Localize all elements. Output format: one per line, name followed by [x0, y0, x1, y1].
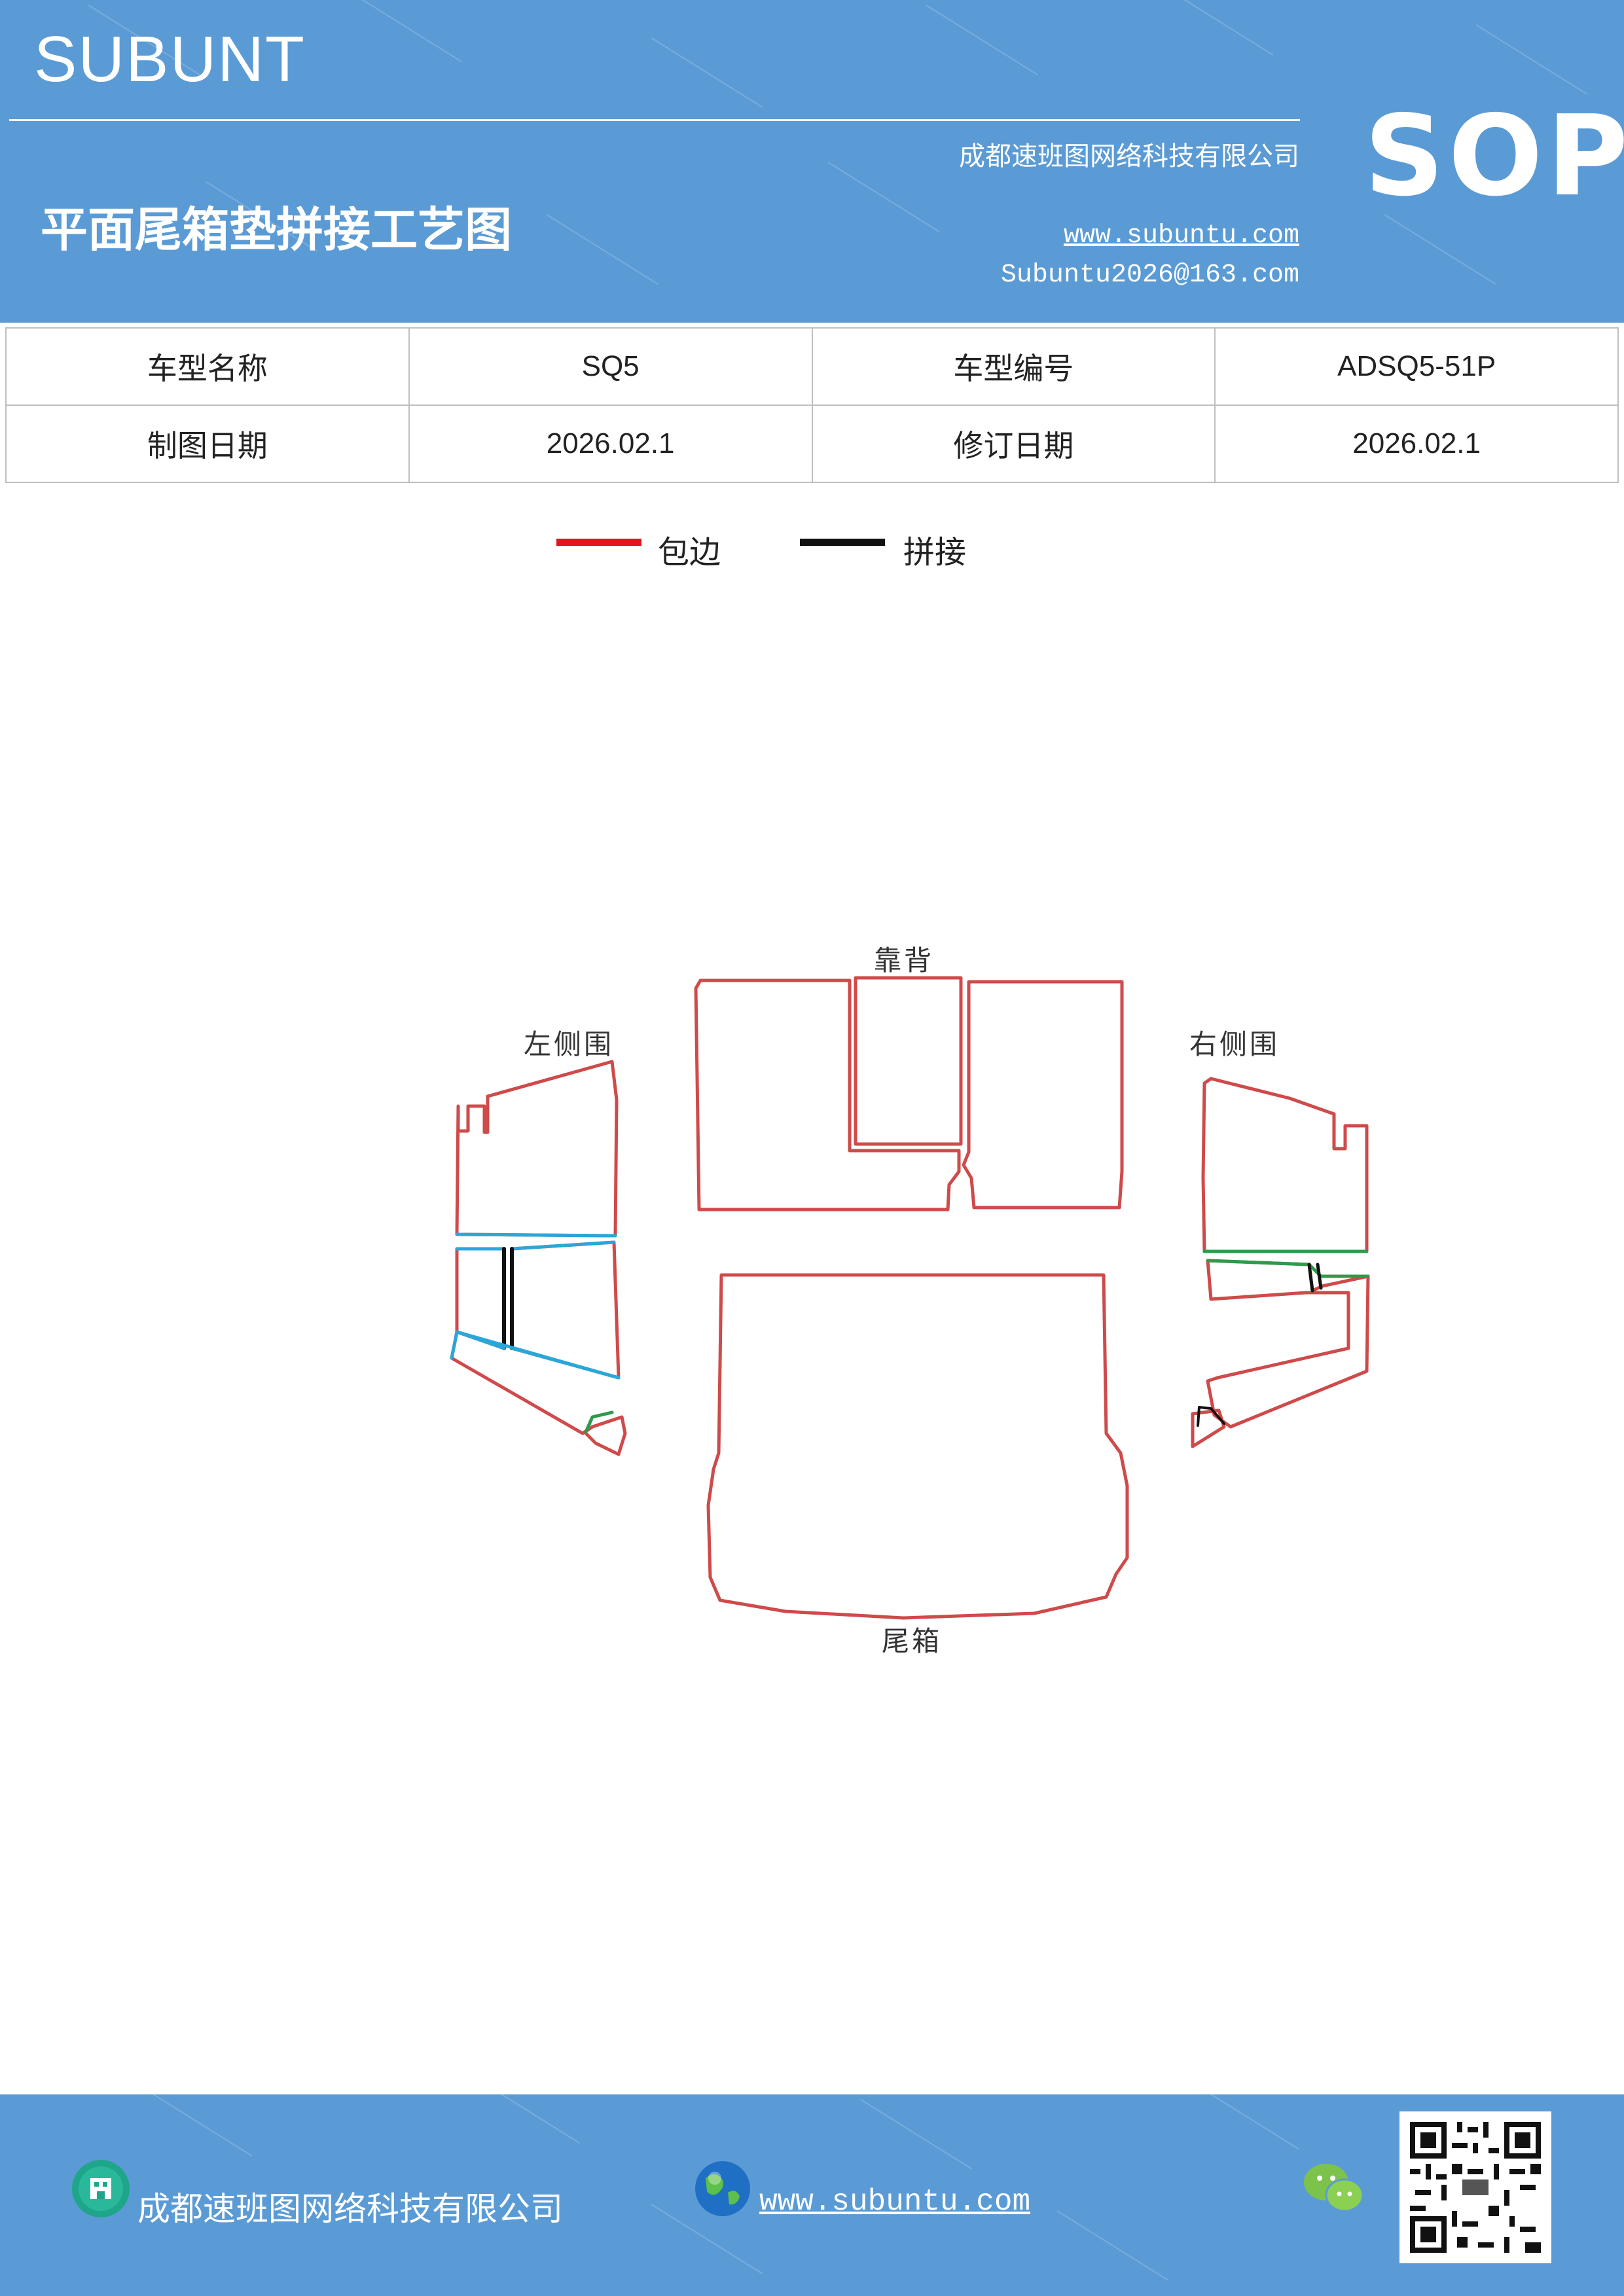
left-side-mid-b — [510, 1240, 621, 1380]
revise-date-label: 修订日期 — [811, 404, 1216, 483]
legend-splice-label: 拼接 — [903, 534, 967, 571]
trunk-label: 尾箱 — [882, 1625, 943, 1657]
left-side-lower — [450, 1330, 627, 1456]
model-name-value: SQ5 — [408, 327, 813, 406]
model-code-label: 车型编号 — [811, 327, 1216, 406]
globe-icon — [695, 2161, 750, 2216]
left-seam-1 — [455, 1232, 617, 1238]
header-company: 成都速班图网络科技有限公司 — [959, 141, 1299, 171]
right-splice-2 — [1197, 1406, 1225, 1427]
right-side-tip — [1191, 1408, 1226, 1448]
footer-banner: 成都速班图网络科技有限公司 www.subuntu.com — [0, 2094, 1624, 2296]
trunk-panel — [706, 1273, 1129, 1620]
backrest-center-panel — [854, 976, 963, 1146]
footer-website-link[interactable]: www.subuntu.com — [759, 2185, 1031, 2219]
left-side-upper — [455, 1060, 619, 1238]
left-side-label: 左侧围 — [524, 1028, 615, 1060]
model-code-value: ADSQ5-51P — [1214, 327, 1619, 406]
right-side-label: 右侧围 — [1189, 1028, 1280, 1060]
draw-date-value: 2026.02.1 — [408, 404, 813, 483]
table-row: 制图日期 2026.02.1 修订日期 2026.02.1 — [5, 404, 1619, 483]
revise-date-value: 2026.02.1 — [1214, 404, 1619, 483]
building-icon — [72, 2160, 130, 2217]
right-seam-green — [1206, 1259, 1370, 1278]
legend: 包边 拼接 — [0, 524, 1624, 576]
header-website-link[interactable]: www.subuntu.com — [1063, 221, 1299, 251]
wechat-icon — [1304, 2164, 1364, 2212]
table-row: 车型名称 SQ5 车型编号 ADSQ5-51P — [5, 327, 1619, 406]
right-splice — [1307, 1263, 1323, 1293]
backrest-label: 靠背 — [874, 944, 935, 977]
backrest-left-panel — [694, 978, 961, 1211]
header-banner: SUBUNT 成都速班图网络科技有限公司 平面尾箱垫拼接工艺图 www.subu… — [0, 0, 1624, 323]
left-seam-5 — [450, 1330, 621, 1380]
backrest-right-panel — [962, 980, 1124, 1210]
legend-edge-swatch — [556, 539, 641, 546]
sop-badge: SOP — [1364, 92, 1624, 221]
qr-code[interactable] — [1399, 2111, 1551, 2263]
legend-splice-swatch — [800, 539, 885, 546]
legend-edge-label: 包边 — [658, 534, 721, 571]
draw-date-label: 制图日期 — [5, 404, 410, 483]
left-seam-green — [584, 1410, 614, 1434]
page-title: 平面尾箱垫拼接工艺图 — [41, 202, 513, 257]
right-side-upper — [1201, 1077, 1369, 1253]
left-seam-3 — [510, 1240, 616, 1251]
info-table: 车型名称 SQ5 车型编号 ADSQ5-51P 制图日期 2026.02.1 修… — [5, 327, 1619, 483]
right-side-lower — [1206, 1259, 1370, 1429]
model-name-label: 车型名称 — [5, 327, 410, 406]
brand-name: SUBUNT — [34, 23, 306, 95]
header-email[interactable]: Subuntu2026@163.com — [1000, 260, 1299, 290]
header-divider — [9, 119, 1300, 121]
footer-company: 成都速班图网络科技有限公司 — [137, 2190, 563, 2228]
